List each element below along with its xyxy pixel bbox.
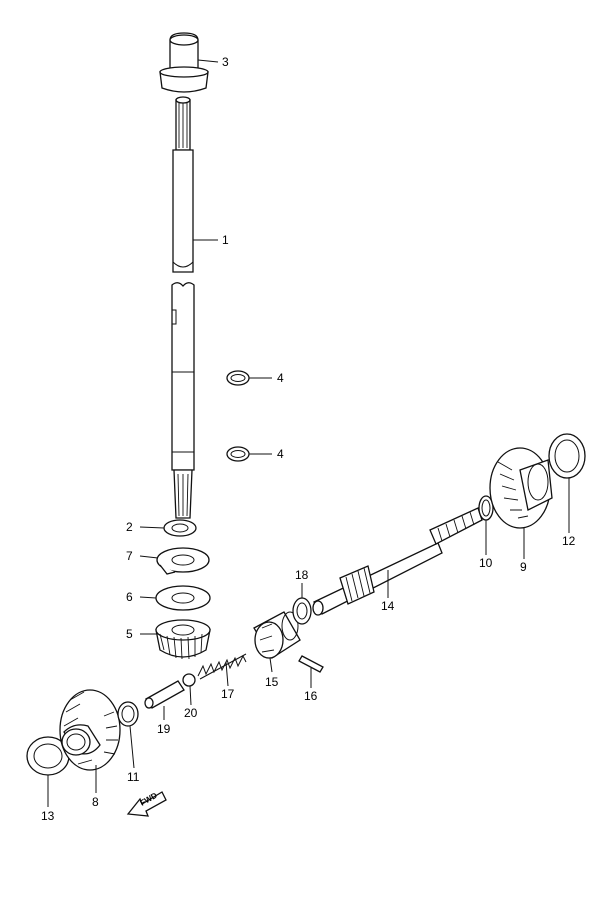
- part-16-pin: [298, 655, 324, 673]
- part-7-shim: [156, 547, 210, 575]
- callout-7: 7: [126, 549, 133, 563]
- part-4-circlip-lower: [226, 446, 250, 462]
- callout-10: 10: [479, 556, 493, 570]
- part-9-reverse-gear: [489, 447, 553, 529]
- callout-8: 8: [92, 795, 99, 809]
- callout-14: 14: [381, 599, 395, 613]
- part-8-forward-gear: [59, 689, 121, 771]
- part-12-shim: [548, 433, 586, 479]
- callout-labels: 3 1 4 4 2 7 6 5 8 13 11 19 20 17 15 16 1…: [41, 55, 576, 823]
- callout-15: 15: [265, 675, 279, 689]
- part-18-ring: [292, 597, 312, 625]
- part-4-circlip-upper: [226, 370, 250, 386]
- callout-13: 13: [41, 809, 55, 823]
- callout-19: 19: [157, 722, 171, 736]
- part-3-bushing: [159, 32, 209, 93]
- callout-1: 1: [222, 233, 229, 247]
- leader-lines: [47, 59, 570, 807]
- part-6-thrust-washer: [155, 585, 211, 611]
- callout-12: 12: [562, 534, 576, 548]
- callout-16: 16: [304, 689, 318, 703]
- part-5-pinion-gear: [155, 619, 211, 660]
- forward-arrow-icon: FWD: [126, 791, 167, 817]
- callout-11: 11: [127, 770, 140, 784]
- callout-4-lower: 4: [277, 447, 284, 461]
- callout-17: 17: [221, 687, 235, 701]
- callout-4-upper: 4: [277, 371, 284, 385]
- callout-2: 2: [126, 520, 133, 534]
- callout-5: 5: [126, 627, 133, 641]
- part-11-ring: [117, 701, 139, 727]
- part-20-ball: [182, 673, 196, 687]
- part-17-spring: [197, 653, 247, 680]
- callout-9: 9: [520, 560, 527, 574]
- part-15-clutch: [253, 611, 301, 659]
- part-2-washer: [163, 519, 197, 537]
- part-14-propeller-shaft: [312, 507, 483, 616]
- part-1-drive-shaft: [171, 96, 195, 519]
- callout-20: 20: [184, 706, 198, 720]
- callout-18: 18: [295, 568, 309, 582]
- part-19-pin: [144, 680, 185, 709]
- callout-6: 6: [126, 590, 133, 604]
- part-10-ring: [478, 495, 494, 521]
- callout-3: 3: [222, 55, 229, 69]
